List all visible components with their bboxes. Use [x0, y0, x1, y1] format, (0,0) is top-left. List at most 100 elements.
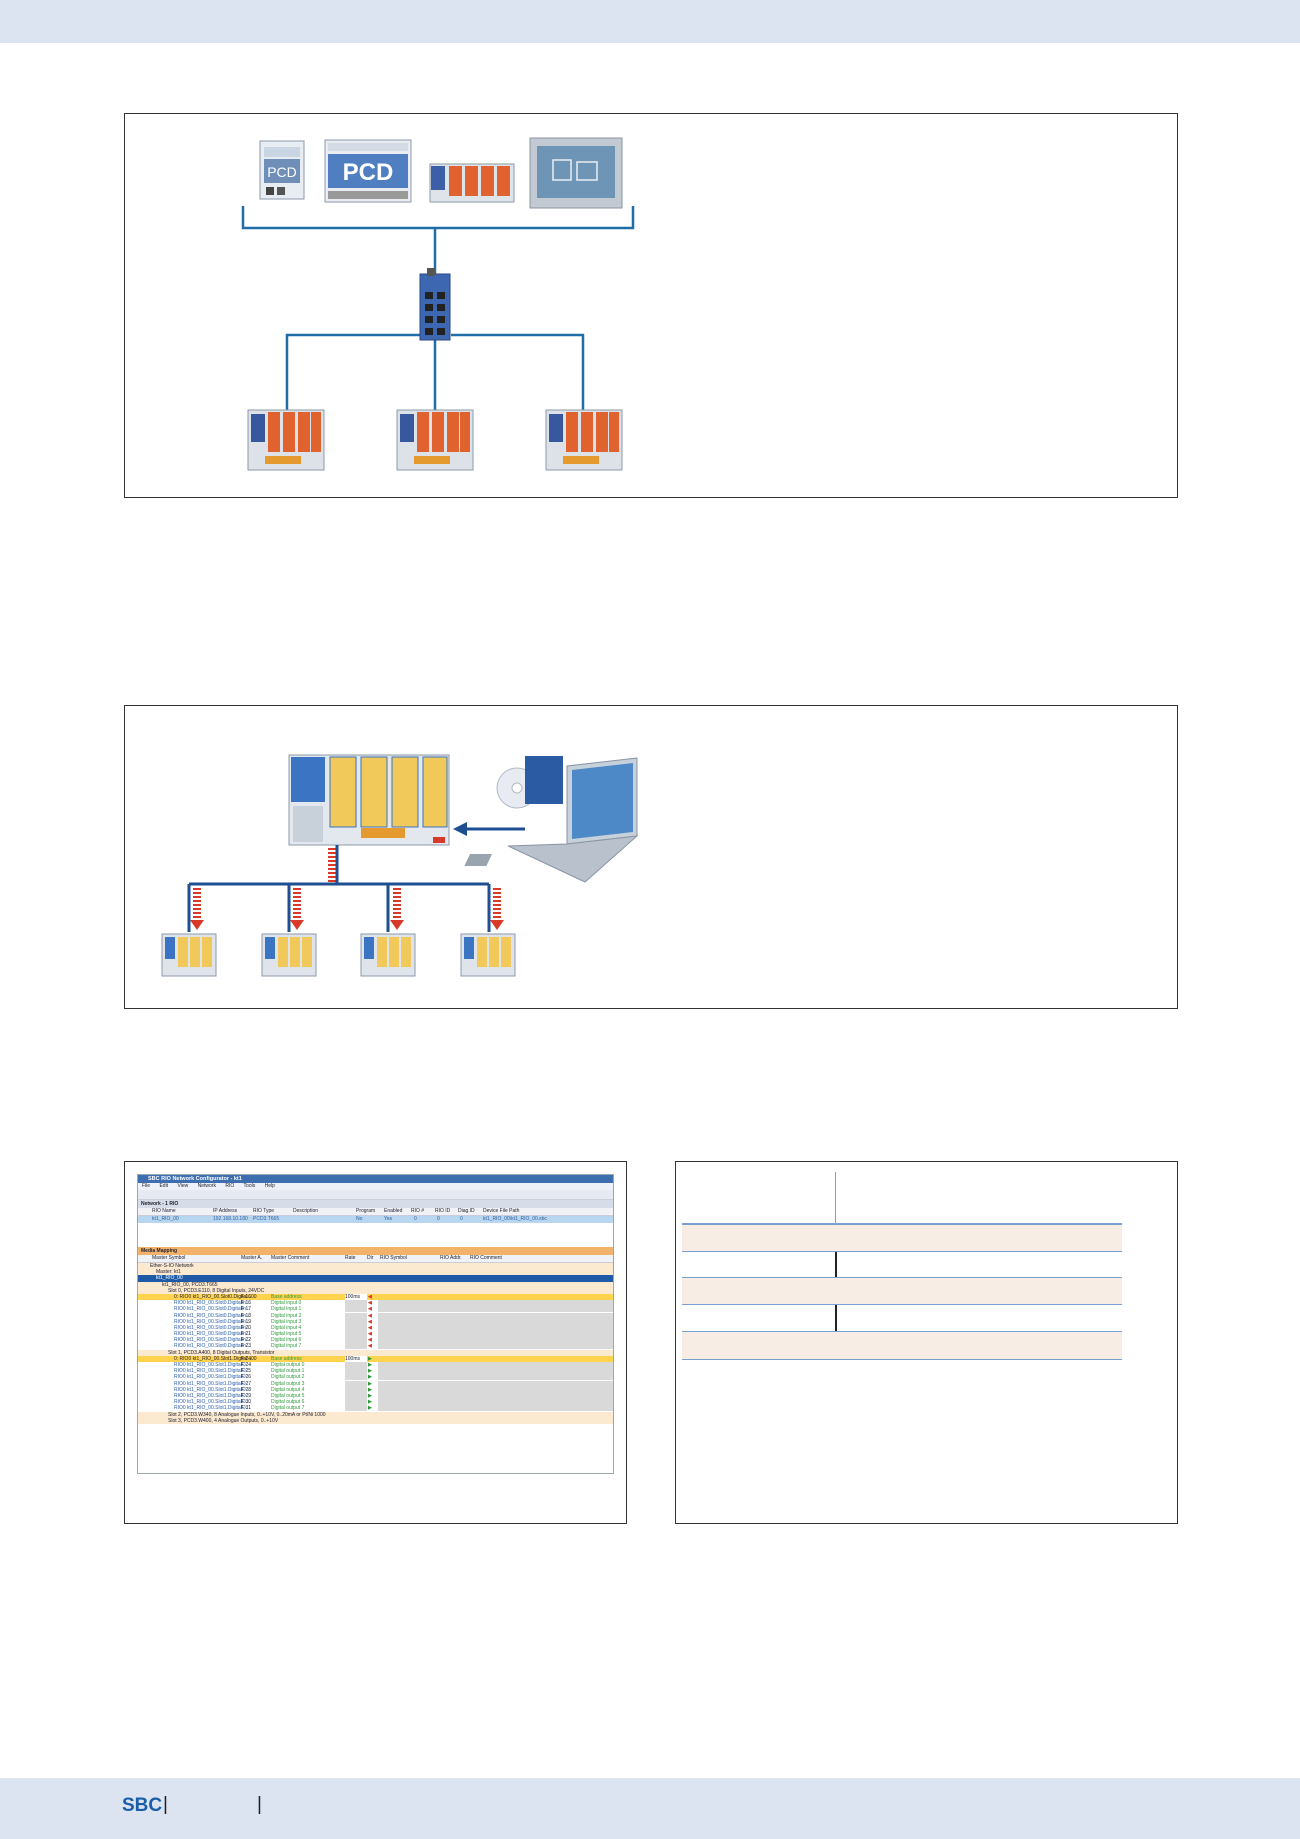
menu-rio[interactable]: RIO — [225, 1183, 235, 1189]
menu-edit[interactable]: Edit — [159, 1183, 169, 1189]
tree-row-rate — [345, 1392, 367, 1399]
lower-bus-lines — [285, 333, 585, 410]
rio-module-2 — [396, 409, 474, 471]
mm-col-rate: Rate — [345, 1255, 356, 1261]
tree-row-rate — [345, 1380, 367, 1387]
config-arrow — [453, 822, 525, 836]
tree-base-row[interactable]: 0: RIO0 kt1_RIO_00.Slot0.Digital...F 160… — [138, 1293, 613, 1301]
tree-row-label: RIO0 kt1_RIO_00.Slot0.DigitalIn... — [174, 1343, 251, 1350]
tree-row-address: F 28 — [241, 1386, 252, 1393]
tree-row-label: 0: RIO0 kt1_RIO_00.Slot1.Digital... — [174, 1355, 252, 1362]
arrow-right-icon: ▶ — [368, 1386, 372, 1393]
tree-slot-row[interactable]: Slot 3, PCD3.W400, 4 Analogue Outputs, 0… — [138, 1417, 613, 1424]
tree-row-rate — [345, 1386, 367, 1393]
mm-col-rio-symbol: RIO Symbol — [380, 1255, 407, 1261]
rio-small-3 — [360, 933, 416, 977]
figure-rio-configuration — [124, 705, 1178, 1009]
mm-header: Master Symbol Master A. Master Comment R… — [138, 1255, 613, 1263]
col-description: Description — [293, 1208, 319, 1214]
tree-row-label: Slot 1, PCD3.A400, 8 Digital Outputs, Tr… — [168, 1349, 275, 1356]
tree-row-rate — [345, 1324, 367, 1331]
tree-row-label: 0: RIO0 kt1_RIO_00.Slot0.Digital... — [174, 1293, 252, 1300]
tree-row-comment: Digital input 4 — [271, 1324, 302, 1331]
tree-row-address: F 25 — [241, 1368, 252, 1375]
menu-network[interactable]: Network — [197, 1183, 216, 1189]
tree-row-label: RIO0 kt1_RIO_00.Slot1.DigitalO... — [174, 1362, 250, 1368]
tree-row-rate — [345, 1405, 367, 1412]
laptop-icon — [464, 757, 639, 883]
rio-module-3 — [545, 409, 623, 471]
tree-row-rio-cell — [378, 1324, 613, 1331]
tree-row-comment: Digital output 1 — [271, 1368, 305, 1375]
tree-row-label: RIO0 kt1_RIO_00.Slot1.DigitalO... — [174, 1374, 250, 1381]
tree-row-label: RIO0 kt1_RIO_00.Slot0.DigitalIn... — [174, 1300, 251, 1307]
tree-selected-row[interactable]: kt1_RIO_00 — [138, 1275, 613, 1282]
network-section-label: Network - 1 RIO — [138, 1200, 613, 1208]
tree-group-row[interactable]: Master: kt1 — [138, 1269, 613, 1276]
tree-row-rate — [345, 1337, 367, 1344]
menu-file[interactable]: File — [142, 1183, 151, 1189]
col-diag-id: Diag.ID — [458, 1208, 475, 1214]
footer-separator-2: | — [257, 1794, 262, 1815]
tree-row-rio-cell — [378, 1362, 613, 1368]
menu-tools[interactable]: Tools — [243, 1183, 256, 1189]
tree-row-rate — [345, 1343, 367, 1350]
tree-group-row[interactable]: kt1_RIO_00, PCD3.T665 — [138, 1281, 613, 1288]
tree-row-comment: Digital input 5 — [271, 1331, 302, 1338]
menu-bar: File Edit View Network RIO Tools Help — [138, 1183, 613, 1190]
arrow-right-icon: ▶ — [368, 1362, 372, 1368]
tree-row-comment: Digital input 2 — [271, 1312, 302, 1319]
menu-help[interactable]: Help — [264, 1183, 275, 1189]
pcd-label-1: PCD — [267, 164, 297, 180]
arrow-left-icon: ◀ — [368, 1318, 372, 1325]
table-row-1 — [682, 1225, 1122, 1251]
tree-row-label: RIO0 kt1_RIO_00.Slot1.DigitalO... — [174, 1392, 250, 1399]
arrow-right-icon: ▶ — [368, 1355, 372, 1362]
col-rio-id: RIO ID — [435, 1208, 451, 1214]
cell-device-file: kt1_RIO_00\kt1_RIO_00.sbc — [483, 1216, 547, 1222]
configuration-diagram — [161, 754, 639, 977]
tree-row-label: RIO0 kt1_RIO_00.Slot1.DigitalO... — [174, 1405, 250, 1412]
software-cd-icon — [496, 756, 563, 809]
arrow-left-icon: ◀ — [368, 1337, 372, 1344]
arrow-right-icon: ▶ — [368, 1405, 372, 1412]
rio-small-2 — [261, 933, 317, 977]
rio-table-row[interactable]: kt1_RIO_00 192.168.10.180 PCD3.T665 No Y… — [138, 1216, 613, 1223]
ethernet-switch — [419, 268, 451, 341]
col-rio-type: RIO Type — [253, 1208, 275, 1214]
tree-slot-row[interactable]: Slot 0, PCD3.E110, 8 Digital Inputs, 24V… — [138, 1287, 613, 1294]
tree-row-address: F 26 — [241, 1374, 252, 1381]
tree-slot-row[interactable]: Slot 2, PCD3.W340, 8 Analogue Inputs, 0.… — [138, 1411, 613, 1418]
tree-row-address: F 16 — [241, 1300, 252, 1307]
tree-row-comment: Base address — [271, 1355, 302, 1362]
tree-row-rio-cell — [378, 1312, 613, 1319]
tree-row-comment: Digital output 7 — [271, 1405, 305, 1412]
menu-view[interactable]: View — [177, 1183, 189, 1189]
io-rack-controller — [429, 163, 515, 203]
tree-base-row[interactable]: 0: RIO0 kt1_RIO_00.Slot1.Digital...F 240… — [138, 1355, 613, 1362]
tree-group-row[interactable]: Ether-S-IO Network — [138, 1263, 613, 1270]
configurator-window: SBC RIO Network Configurator - kt1 File … — [137, 1174, 614, 1474]
tree-row-label: RIO0 kt1_RIO_00.Slot1.DigitalO... — [174, 1380, 250, 1387]
upper-bus-lines — [241, 206, 635, 274]
rio-table-header: RIO Name IP Address RIO Type Description… — [138, 1208, 613, 1216]
tree-row-rio-cell — [378, 1380, 613, 1387]
tree-slot-row[interactable]: Slot 1, PCD3.A400, 8 Digital Outputs, Tr… — [138, 1349, 613, 1356]
